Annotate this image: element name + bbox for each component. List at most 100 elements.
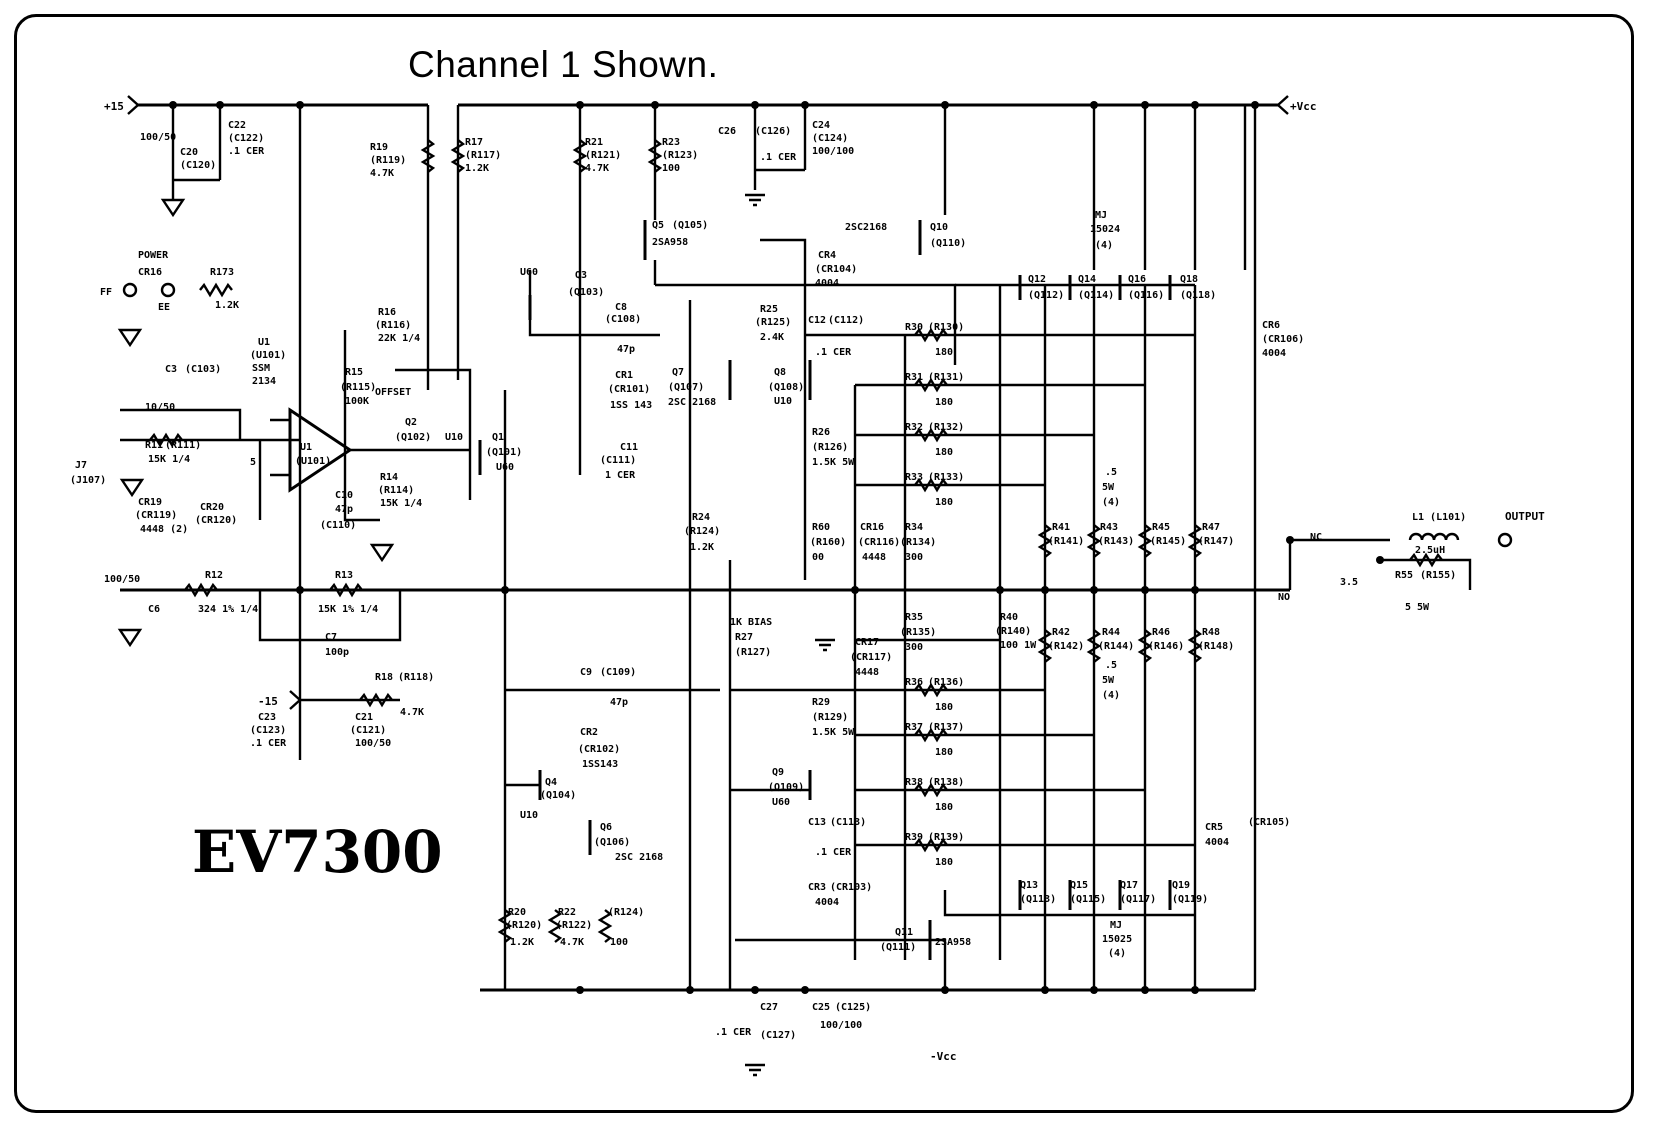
wire [288, 407, 353, 493]
component-label: .1 CER [815, 847, 852, 858]
component-label: (C112) [828, 315, 864, 326]
junction-dot [1286, 536, 1294, 544]
component-label: 5W [1102, 482, 1115, 493]
resistor-r48 [1187, 629, 1203, 663]
component-label: Q5 [652, 220, 664, 231]
junction-dot [1041, 586, 1049, 594]
component-label: C8 [615, 302, 627, 313]
component-label: R14 [380, 472, 398, 483]
component-label: (R146) [1148, 641, 1184, 652]
neg15-arrow-icon [289, 690, 302, 710]
component-label: 1.2K [215, 300, 239, 311]
component-label: (Q116) [1128, 290, 1164, 301]
schematic-frame [14, 14, 1634, 1113]
component-label: (Q101) [486, 447, 522, 458]
component-label: 2SA958 [935, 937, 971, 948]
component-label: (R143) [1098, 536, 1134, 547]
component-label: (Q112) [1028, 290, 1064, 301]
component-label: 100K [345, 396, 369, 407]
junction-dot [1090, 586, 1098, 594]
component-label: CR16 [138, 267, 162, 278]
component-label: (R138) [928, 777, 964, 788]
component-label: POWER [138, 250, 169, 261]
resistor-r21 [572, 139, 588, 173]
resistor-r20 [497, 909, 513, 943]
component-label: 5 [250, 457, 256, 468]
wire [343, 330, 472, 522]
junctions [169, 101, 1384, 994]
resistor-r31 [914, 377, 948, 393]
component-label: (Q115) [1070, 894, 1106, 905]
component-label: (R160) [810, 537, 846, 548]
component-label: C21 [355, 712, 373, 723]
component-label: 100 [610, 937, 628, 948]
component-label: 180 [935, 747, 953, 758]
component-label: 324 1% 1/4 [198, 604, 258, 615]
component-label: (R118) [398, 672, 434, 683]
component-label: 4.7K [585, 163, 609, 174]
resistor-r39 [914, 837, 948, 853]
junction-dot [751, 986, 759, 994]
component-label: (U101) [295, 456, 331, 467]
component-label: (Q119) [1172, 894, 1208, 905]
wire [270, 418, 470, 477]
component-label: C9 [580, 667, 592, 678]
ground-icon [119, 478, 145, 498]
wire [943, 890, 1195, 917]
component-label: U10 [774, 396, 792, 407]
component-label: (R142) [1048, 641, 1084, 652]
component-label: 4.7K [370, 168, 394, 179]
component-label: .1 CER [760, 152, 797, 163]
output-npn-bases [1018, 275, 1172, 300]
component-label: 4.7K [560, 937, 584, 948]
component-label: R19 [370, 142, 388, 153]
component-label: (R155) [1420, 570, 1456, 581]
component-label: EE [158, 302, 170, 313]
component-label: (Q102) [395, 432, 431, 443]
component-label: 47p [610, 697, 628, 708]
component-label: Q7 [672, 367, 684, 378]
neg15-label: -15 [258, 695, 278, 708]
junction-dot [686, 986, 694, 994]
component-label: (R120) [506, 920, 542, 931]
component-label: R34 [905, 522, 923, 533]
component-label: 4004 [815, 897, 839, 908]
junction-dot [296, 586, 304, 594]
wire [528, 230, 660, 475]
component-label: CR4 [818, 250, 836, 261]
component-label: 15025 [1102, 934, 1132, 945]
component-label: C24 [812, 120, 830, 131]
component-label: R25 [760, 304, 778, 315]
component-label: 10/50 [145, 402, 175, 413]
component-label: C11 [620, 442, 638, 453]
resistor-r13 [329, 582, 363, 598]
ground-icon [160, 198, 186, 218]
component-label: R48 [1202, 627, 1220, 638]
component-label: 100/100 [812, 146, 854, 157]
component-label: (Q110) [930, 238, 966, 249]
component-label: (C124) [812, 133, 848, 144]
component-label: (R127) [735, 647, 771, 658]
resistor-r173 [199, 282, 233, 298]
component-label: C3 [165, 364, 177, 375]
component-label: (C120) [180, 160, 216, 171]
component-label: U60 [496, 462, 514, 473]
component-label: 1 CER [605, 470, 636, 481]
resistor-r44 [1086, 629, 1102, 663]
component-label: Q17 [1120, 880, 1138, 891]
component-label: R27 [735, 632, 753, 643]
junction-dot [751, 101, 759, 109]
component-label: .1 CER [250, 738, 287, 749]
component-label: (U101) [250, 350, 286, 361]
component-label: .1 CER [228, 146, 265, 157]
component-label: (J107) [70, 475, 106, 486]
component-label: R32 [905, 422, 923, 433]
component-label: (R121) [585, 150, 621, 161]
component-label: (R119) [370, 155, 406, 166]
component-label: C7 [325, 632, 337, 643]
component-label: 100/50 [355, 738, 391, 749]
wire [855, 638, 1195, 847]
component-label: 00 [812, 552, 824, 563]
resistor-r46 [1137, 629, 1153, 663]
